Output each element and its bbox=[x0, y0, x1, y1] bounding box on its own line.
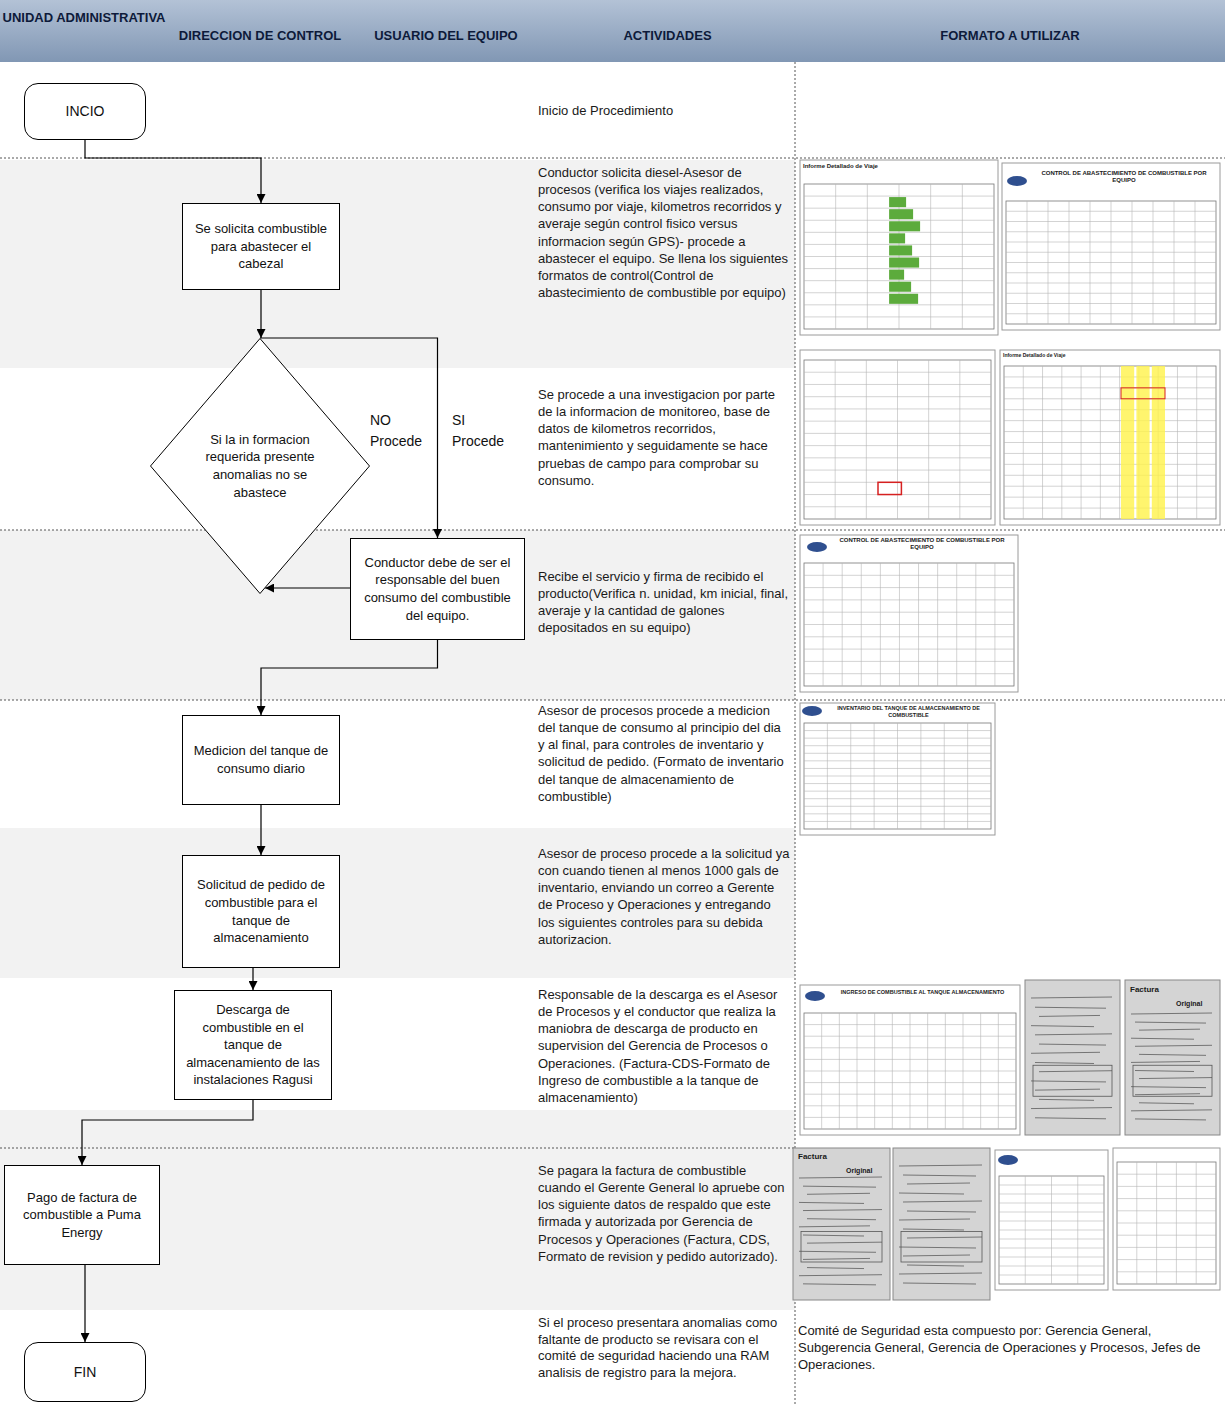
edge-label: SI Procede bbox=[452, 410, 508, 452]
activity-text: Recibe el servicio y firma de recibido e… bbox=[538, 568, 790, 637]
column-header: UNIDAD ADMINISTRATIVA bbox=[0, 8, 168, 28]
form-title: INGRESO DE COMBUSTIBLE AL TANQUE ALMACEN… bbox=[830, 989, 1015, 996]
node-text: Solicitud de pedido de combustible para … bbox=[191, 876, 331, 946]
invoice-photo bbox=[893, 1148, 990, 1300]
note-text: Comité de Seguridad esta compuesto por: … bbox=[798, 1322, 1220, 1373]
flow-arrow bbox=[252, 968, 253, 990]
activity-text: Inicio de Procedimiento bbox=[538, 102, 790, 119]
form-thumbnail bbox=[1000, 350, 1220, 525]
row-band bbox=[0, 1110, 795, 1310]
activity-text: Asesor de procesos procede a medicion de… bbox=[538, 702, 790, 805]
form-title: Informe Detallado de Viaje bbox=[1003, 352, 1093, 358]
row-separator bbox=[0, 1148, 795, 1149]
invoice-photo bbox=[1125, 980, 1220, 1135]
process-box: Descarga de combustible en el tanque de … bbox=[174, 990, 332, 1100]
form-title: Informe Detallado de Viaje bbox=[803, 163, 893, 170]
row-band bbox=[0, 160, 795, 368]
process-box: Conductor debe de ser el responsable del… bbox=[350, 538, 525, 640]
form-title: Factura bbox=[1130, 985, 1174, 995]
flow-arrow bbox=[260, 290, 261, 338]
form-thumbnail bbox=[1002, 163, 1220, 330]
flow-arrow bbox=[82, 1100, 253, 1165]
form-title: CONTROL DE ABASTECIMIENTO DE COMBUSTIBLE… bbox=[1034, 170, 1214, 184]
node-text: Medicion del tanque de consumo diario bbox=[191, 742, 331, 777]
form-title: Factura bbox=[798, 1152, 842, 1162]
activity-text: Responsable de la descarga es el Asesor … bbox=[538, 986, 790, 1106]
row-separator bbox=[0, 530, 1225, 531]
process-box: Se solicita combustible para abastecer e… bbox=[182, 203, 340, 290]
activity-text: Asesor de proceso procede a la solicitud… bbox=[538, 845, 790, 948]
edge-label: NO Procede bbox=[370, 410, 426, 452]
row-band bbox=[0, 828, 795, 978]
activity-text: Conductor solicita diesel-Asesor de proc… bbox=[538, 164, 790, 301]
column-header: FORMATO A UTILIZAR bbox=[795, 27, 1225, 44]
node-text: Se solicita combustible para abastecer e… bbox=[191, 220, 331, 273]
column-header: DIRECCION DE CONTROL bbox=[168, 27, 352, 44]
invoice-photo bbox=[793, 1148, 890, 1300]
row-separator bbox=[0, 700, 1225, 701]
column-header: ACTIVIDADES bbox=[540, 27, 795, 44]
column-header: USUARIO DEL EQUIPO bbox=[352, 27, 540, 44]
activity-text: Se procede a una investigacion por parte… bbox=[538, 386, 790, 489]
form-title: Original bbox=[846, 1167, 886, 1175]
process-box: Medicion del tanque de consumo diario bbox=[182, 715, 340, 805]
form-thumbnail bbox=[800, 985, 1020, 1135]
flow-arrow bbox=[260, 805, 261, 855]
flow-arrow bbox=[84, 1265, 85, 1342]
node-text: Pago de factura de combustible a Puma En… bbox=[13, 1189, 151, 1242]
node-text: Conductor debe de ser el responsable del… bbox=[359, 554, 516, 624]
form-thumbnail bbox=[800, 350, 995, 525]
form-thumbnail bbox=[995, 1150, 1108, 1290]
diamond-outline bbox=[150, 338, 370, 594]
form-thumbnail bbox=[1113, 1148, 1220, 1290]
terminal-box: INCIO bbox=[24, 83, 146, 140]
invoice-photo bbox=[1025, 980, 1120, 1135]
header-band bbox=[0, 0, 1225, 62]
form-thumbnail bbox=[800, 703, 995, 835]
form-title: INVENTARIO DEL TANQUE DE ALMACENAMIENTO … bbox=[826, 705, 991, 718]
row-band bbox=[0, 530, 795, 700]
flow-arrow bbox=[85, 140, 261, 203]
node-text: FIN bbox=[74, 1363, 97, 1382]
node-text: INCIO bbox=[66, 102, 105, 121]
activity-text: Si el proceso presentara anomalias como … bbox=[538, 1315, 790, 1382]
form-thumbnail bbox=[800, 535, 1018, 692]
flow-arrow bbox=[265, 587, 350, 588]
decision-diamond: Si la in formacion requerida presente an… bbox=[150, 338, 370, 594]
form-title: Original bbox=[1176, 1000, 1216, 1008]
flow-arrow bbox=[261, 640, 438, 715]
node-text: Si la in formacion requerida presente an… bbox=[204, 431, 316, 501]
process-box: Pago de factura de combustible a Puma En… bbox=[4, 1165, 160, 1265]
activity-text: Se pagara la factura de combustible cuan… bbox=[538, 1162, 790, 1265]
node-text: Descarga de combustible en el tanque de … bbox=[183, 1001, 323, 1089]
terminal-box: FIN bbox=[24, 1342, 146, 1402]
process-box: Solicitud de pedido de combustible para … bbox=[182, 855, 340, 968]
form-thumbnail bbox=[800, 160, 998, 335]
form-title: CONTROL DE ABASTECIMIENTO DE COMBUSTIBLE… bbox=[832, 537, 1012, 551]
